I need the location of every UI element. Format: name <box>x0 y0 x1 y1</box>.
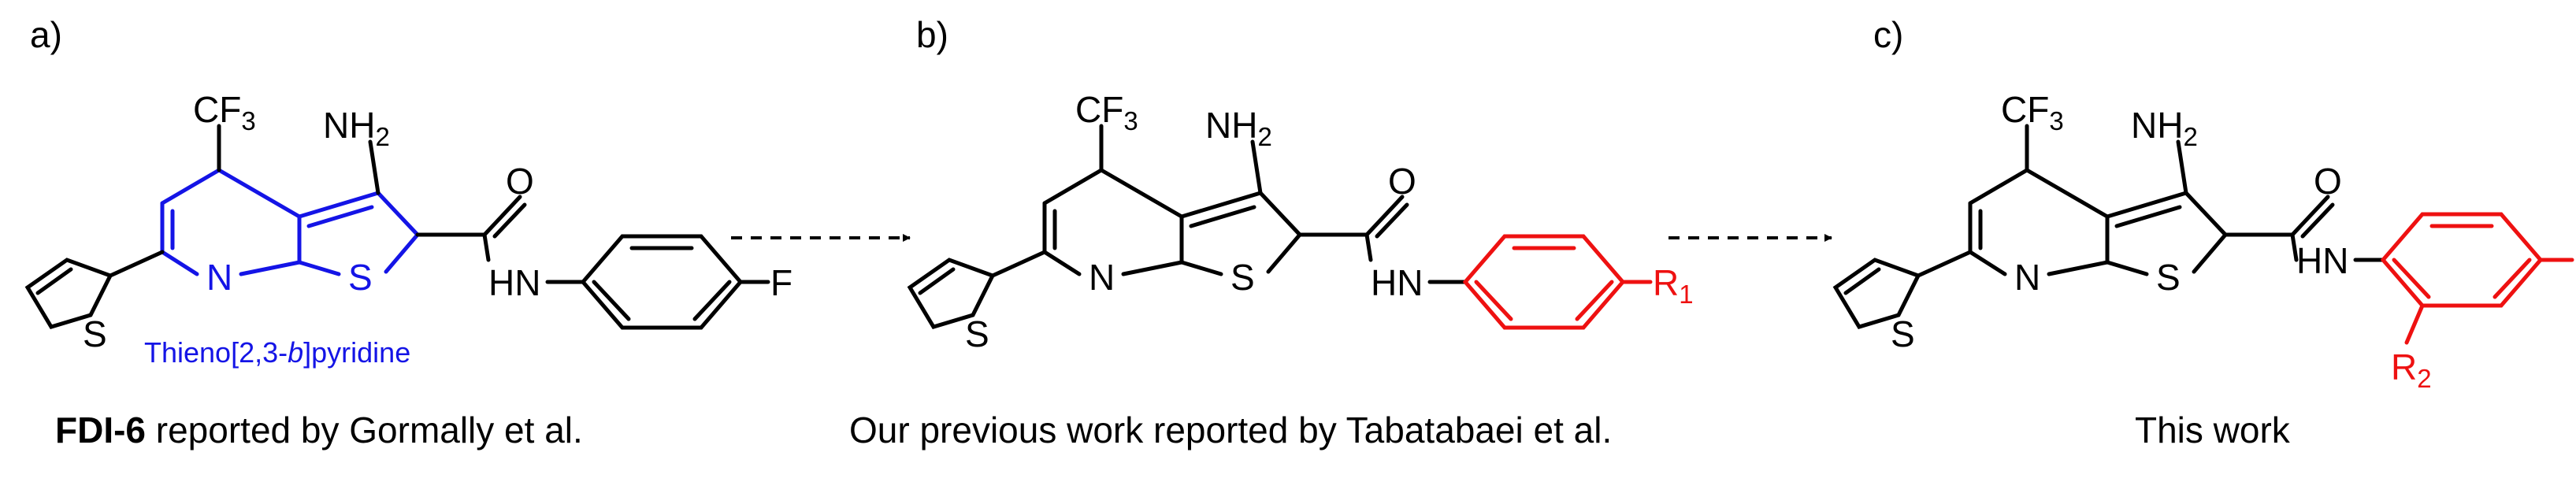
phenyl-ring-red <box>1462 234 1653 330</box>
disubstituted-phenyl-red <box>2380 212 2574 345</box>
this-work-structure: CF3 NH2 O HN N S S R1 R2 <box>1832 89 2576 393</box>
r1-label: R1 <box>1653 262 1694 309</box>
amide-hn: HN <box>488 262 540 303</box>
previous-work-structure: CF3 NH2 O HN N S S R1 <box>907 89 1694 354</box>
thienopyridine-core <box>160 168 420 276</box>
panel-b: b) <box>849 14 1694 450</box>
nh2-label: NH2 <box>323 105 390 151</box>
panel-a-letter: a) <box>30 14 62 55</box>
panel-b-caption: Our previous work reported by Tabatabaei… <box>849 410 1612 450</box>
pyridine-nitrogen: N <box>206 257 232 298</box>
thiophene-sulfur: S <box>348 257 373 298</box>
amide-oxygen: O <box>2314 161 2342 202</box>
thienyl-sulfur: S <box>1891 313 1915 354</box>
r2-label: R2 <box>2391 347 2432 393</box>
thienyl-sulfur: S <box>83 313 107 354</box>
fdi6-substituents <box>24 124 770 330</box>
amide-oxygen: O <box>506 161 534 202</box>
nh2-label: NH2 <box>2131 105 2198 151</box>
panel-b-letter: b) <box>916 14 948 55</box>
cf3-label: CF3 <box>1075 89 1138 135</box>
panel-c: c) <box>1832 14 2576 450</box>
pyridine-nitrogen: N <box>2014 257 2040 298</box>
panel-c-letter: c) <box>1873 14 1903 55</box>
nh2-label: NH2 <box>1205 105 1272 151</box>
thienyl-sulfur: S <box>965 313 989 354</box>
thiophene-sulfur: S <box>2156 257 2181 298</box>
cf3-label: CF3 <box>193 89 256 135</box>
fluorine-label: F <box>770 262 792 303</box>
panel-a-caption: FDI-6 reported by Gormally et al. <box>55 410 583 450</box>
thiophene-sulfur: S <box>1230 257 1255 298</box>
thienopyridine-label: Thieno[2,3-b]pyridine <box>144 336 410 369</box>
amide-hn: HN <box>1371 262 1423 303</box>
amide-hn: HN <box>2296 240 2348 281</box>
r1-label: R1 <box>2574 240 2576 287</box>
panel-a: a) <box>24 14 792 450</box>
amide-oxygen: O <box>1388 161 1416 202</box>
panel-c-caption: This work <box>2135 410 2291 450</box>
cf3-label: CF3 <box>2001 89 2064 135</box>
pyridine-nitrogen: N <box>1089 257 1115 298</box>
fdi6-structure: CF3 NH2 O HN N S S F Thieno[2,3-b]pyridi… <box>24 89 792 369</box>
